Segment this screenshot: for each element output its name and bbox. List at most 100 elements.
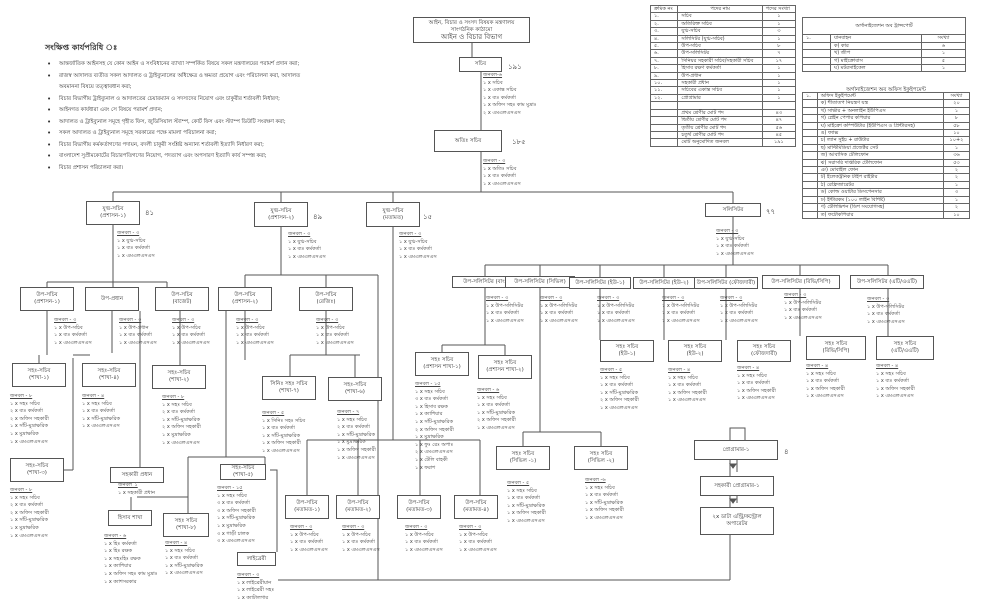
node-title-line: (মতামত) (382, 214, 404, 221)
node-post-count: ৪ (784, 448, 789, 456)
staff-line: ১ x উপ-সচিব (459, 531, 488, 538)
staff-line: ১ x অফিস সহকারী (585, 507, 624, 514)
node-title-line: সহঃ সচিব (893, 341, 917, 347)
staff-total: জনবল - ৭ (337, 409, 360, 415)
table-cell: চতুর্থ শ্রেণীর মোট পদ (677, 130, 763, 140)
org-node-dsol-u2: উপ-সলিসিটর (ইউ-২) (633, 277, 695, 289)
objective-item: বিচার বিভাগীয় কর্মকর্তাগণের পদায়ন, বদল… (47, 140, 405, 152)
table-row: ঢ) ইন্টারকম (১০০ লাইন বিশিষ্ট)১ (802, 195, 971, 205)
node-title-line: (ফৌজদারী) (750, 351, 778, 357)
table-cell: যানবাহন (829, 34, 922, 43)
node-title-line: সহঃ-সচিব (167, 370, 191, 376)
staff-line: ২ x ব্যঃ কর্মকর্তা (10, 502, 43, 509)
staff-line: ২ x ব্যঃ কর্মকর্তা (162, 409, 195, 416)
staff-line: ৩ x গাড়ী চালক (217, 530, 250, 537)
node-title-line: ২x ডাটা এন্ট্রি/কন্ট্রোল (712, 514, 762, 520)
objective-item: বিচার প্রশাসন পরিচালনা করা। (47, 163, 405, 175)
table-cell: ২ (942, 173, 971, 182)
table-cell: ৬ (920, 41, 967, 51)
table-cell: ৫৩ (942, 158, 971, 168)
staff-line: ১ x অফিস সহকারী (876, 385, 915, 392)
table-cell: ১ (761, 86, 797, 95)
node-title-line: উপ-সলিসিটর (ইউ-২) (639, 279, 689, 286)
staff-line: ১ x ব্যঃ কর্মকর্তা (483, 94, 516, 101)
staff-line: ১ x সাঁট-মুদ্রাক্ষরিক (337, 431, 375, 438)
staff-line: ১ x অফিস সহকারী (668, 389, 707, 396)
table-cell: ১ (761, 64, 797, 73)
table-cell: ২ (942, 166, 971, 175)
staff-total: জনবল - ৪ (165, 540, 188, 546)
objective-item: আন্তর্জাতিক আইনসহ যে কোন আইন ও সংবিধানের… (47, 59, 405, 71)
node-title-line: সহঃ সচিব (430, 357, 454, 363)
table-cell: গ) মাইক্রোবাস (829, 56, 922, 66)
node-title-line: সহঃ-সচিব (231, 465, 255, 471)
staff-line: ১ x লাইব্রেরী সহঃ (237, 587, 275, 594)
staff-line: ১ x মুদ্রাক্ষরিক (217, 522, 246, 529)
staff-line: ১ x সহঃ সচিব (415, 388, 445, 395)
objective-item: আইনগত কার্যধারা এবং সে বিষয়ে পরামর্শ প্… (47, 105, 405, 117)
table-cell: জ) আবাসিক টেলিফোন (816, 151, 944, 160)
staff-line: ১ x এমএলএসএস (236, 339, 274, 346)
table-cell: ণ) টেলিভিশন (ডিশ সংযোগসহ) (816, 203, 944, 212)
objective-item: অবমাননা বিষয়ে তত্ত্বাবধান করা; (59, 84, 132, 90)
staff-line: ১ x এমএলএসএস (290, 546, 328, 553)
staff-line: ১ x একান্ত সচিব (483, 87, 517, 94)
table-cell: ঢ) ইন্টারকম (১০০ লাইন বিশিষ্ট) (816, 195, 944, 205)
staff-total: জনবল - ৩ (459, 524, 482, 530)
staff-line: ১ x ব্যঃ কর্মকর্তা (600, 382, 633, 389)
staff-line: ১ x ব্যঃ কর্মকর্তা (806, 378, 839, 385)
staff-line: ৩ x ব্যঃ কর্মকর্তা (415, 396, 448, 403)
node-title-line: (সিভিল -১) (509, 458, 537, 464)
staff-line: ১ x ব্যঃ কর্মকর্তা (876, 378, 909, 385)
staff-line: ১ x সহঃ সচিব (668, 374, 698, 381)
staff-line: ১ x ব্যঃ কর্মকর্তা (119, 332, 152, 339)
staff-line: ১ x ব্যঃ কর্মকর্তা (585, 492, 618, 499)
node-title-line: উপ-সলিসিটর (এটি/এএটি) (856, 278, 918, 285)
table-cell: ১. (649, 12, 679, 21)
table-cell (802, 114, 818, 123)
table-cell (802, 180, 818, 190)
table-cell: ২. (649, 19, 679, 29)
table-cell: খ) সার্ভার + অনলাইন ইউপিএস (816, 106, 944, 116)
org-node-accounts: হিসাব শাখা (108, 510, 152, 526)
node-title-line: (বাজেট) (172, 299, 192, 305)
table-cell: ১ (942, 106, 971, 116)
table-cell: ১০. (649, 79, 679, 88)
staff-line: ১ x ব্যঃ কর্মকর্তা (668, 382, 701, 389)
table-cell: অর্গানাইজেশন অব ট্রান্সপোর্ট (802, 16, 966, 36)
staff-total: জনবল - ১৫ (415, 381, 441, 387)
staff-line: ৩ x এমএলএসএস (217, 538, 255, 545)
staff-line: ২ x অফিস সহকারী (162, 424, 201, 431)
staff-line: ১ x সাঁট-মুদ্রাক্ষরিক (477, 409, 515, 416)
staff-line: ২ x অফিস সহকারী (600, 397, 639, 404)
staff-line: ১ x সচিব (483, 79, 503, 86)
table-cell: ১ (761, 71, 797, 81)
node-title-line: (মতামত-৪) (463, 507, 489, 513)
table-cell: হিসাব রক্ষণ কর্মকর্তা (677, 64, 763, 73)
staff-line: ১ x মুদ্রাক্ষরিক (337, 439, 366, 446)
org-node-ds-admin1: উপ-সচিব(প্রশাসন-১) (20, 287, 74, 311)
table-title-row: অর্গানাইজেশন অব ট্রান্সপোর্ট (802, 16, 966, 36)
staff-total: জনবল - ৪ (876, 363, 899, 369)
node-title-line: আইন, বিচার ও সংসদ বিষয়ক মন্ত্রণালয় (428, 19, 515, 26)
table-row: ৮.হিসাব রক্ষণ কর্মকর্তা১ (649, 64, 797, 73)
staff-line: ১ x সাঁট-মুদ্রাক্ষরিক (10, 517, 48, 524)
staff-line: ১ x ব্যঃ কর্মকর্তা (477, 402, 510, 409)
org-node-as-adm-s2: সহঃ সচিব(প্রশাসন শাখা-২) (478, 355, 532, 379)
staff-line: ১ x উপ-সলিসিটর (784, 299, 822, 306)
table-cell: ৮ (942, 114, 971, 123)
